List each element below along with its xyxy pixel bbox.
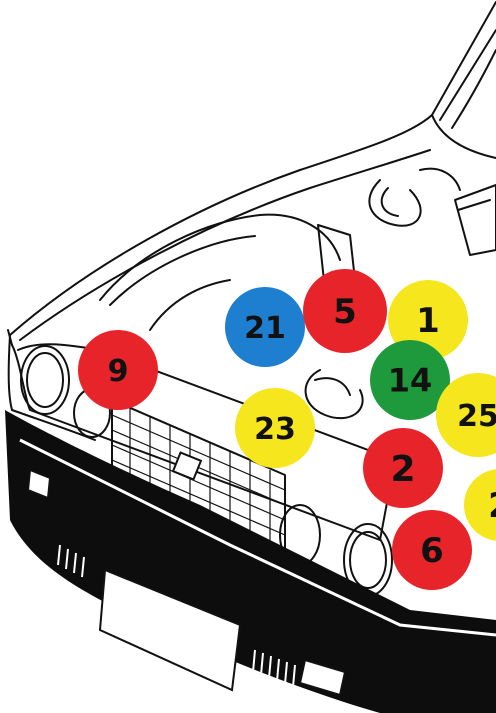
callout-number: 9 [108,354,129,389]
callout-2: 5 [303,269,387,353]
callout-8: 6 [392,510,472,590]
callout-7: 2 [363,428,443,508]
callout-9: 2 [464,469,496,541]
callout-number: 6 [420,531,444,571]
callout-number: 2 [390,449,415,490]
callout-number: 14 [388,362,433,400]
grille-badge [173,453,201,480]
callout-number: 25 [457,399,496,434]
callout-number: 2 [488,486,496,526]
callout-number: 1 [416,301,440,341]
callout-number: 23 [254,412,296,447]
callout-0: 9 [78,330,158,410]
callout-1: 21 [225,287,305,367]
callout-5: 23 [235,388,315,468]
callout-number: 21 [244,311,286,346]
callout-number: 5 [333,292,357,332]
